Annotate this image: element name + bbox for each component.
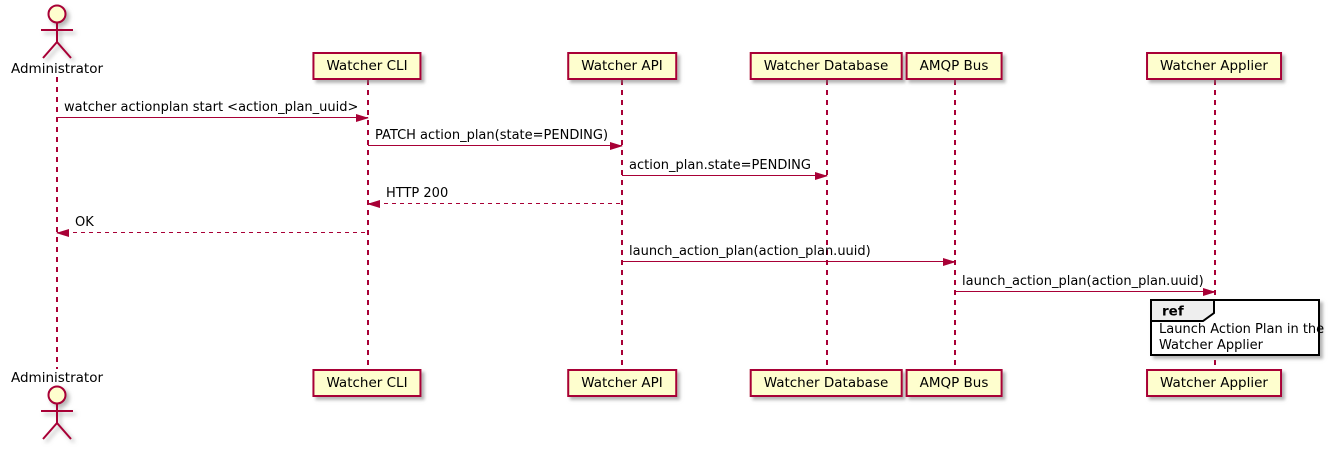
message-label: action_plan.state=PENDING (629, 158, 811, 173)
lifeline-amqp-bus (954, 80, 956, 369)
actor-label-bottom: Administrator (10, 370, 104, 386)
message-label: HTTP 200 (386, 186, 449, 201)
ref-body-line: Launch Action Plan in the (1159, 322, 1325, 337)
message-line (368, 144, 622, 146)
arrowhead-left-icon (56, 229, 69, 237)
message-label: launch_action_plan(action_plan.uuid) (962, 274, 1204, 289)
message-start-actionplan: watcher actionplan start <action_plan_uu… (57, 98, 369, 122)
participant-watcher-applier-top: Watcher Applier (1146, 52, 1282, 80)
message-line (622, 174, 827, 176)
message-launch-action-plan-applier: launch_action_plan(action_plan.uuid) (955, 272, 1216, 296)
lifeline-watcher-applier (1214, 80, 1216, 369)
ref-body-text: Launch Action Plan in the Watcher Applie… (1159, 322, 1324, 354)
message-line (622, 260, 955, 262)
arrowhead-right-icon (610, 142, 623, 150)
message-line (57, 116, 368, 118)
lifeline-administrator (56, 77, 58, 369)
participant-watcher-database-bottom: Watcher Database (749, 369, 903, 397)
ref-tag-pentagon: ref (1150, 299, 1215, 322)
lifeline-watcher-api (621, 80, 623, 369)
participant-watcher-applier-bottom: Watcher Applier (1146, 369, 1282, 397)
message-line (57, 231, 368, 233)
ref-fragment: ref Launch Action Plan in the Watcher Ap… (1150, 299, 1324, 356)
message-line (955, 290, 1215, 292)
arrowhead-right-icon (943, 258, 956, 266)
message-line (368, 202, 622, 204)
message-launch-action-plan-amqp: launch_action_plan(action_plan.uuid) (622, 242, 956, 266)
participant-watcher-cli-bottom: Watcher CLI (312, 369, 422, 397)
arrowhead-right-icon (815, 172, 828, 180)
message-http-200: HTTP 200 (367, 184, 622, 208)
message-ok: OK (56, 213, 368, 237)
participant-watcher-api-bottom: Watcher API (567, 369, 677, 397)
lifeline-watcher-cli (367, 80, 369, 369)
actor-label-top: Administrator (10, 61, 104, 77)
arrowhead-right-icon (356, 114, 369, 122)
participant-amqp-bus-top: AMQP Bus (905, 52, 1003, 80)
participant-watcher-database-top: Watcher Database (749, 52, 903, 80)
actor-icon (41, 385, 73, 440)
lifeline-watcher-database (826, 80, 828, 369)
message-label: watcher actionplan start <action_plan_uu… (64, 100, 359, 115)
arrowhead-left-icon (367, 200, 380, 208)
arrowhead-right-icon (1203, 288, 1216, 296)
ref-keyword-label: ref (1162, 304, 1184, 320)
message-label: PATCH action_plan(state=PENDING) (375, 128, 609, 143)
actor-icon (41, 4, 73, 59)
ref-body-line: Watcher Applier (1159, 338, 1263, 353)
message-patch-action-plan: PATCH action_plan(state=PENDING) (368, 126, 623, 150)
message-action-plan-state: action_plan.state=PENDING (622, 156, 828, 180)
participant-watcher-cli-top: Watcher CLI (312, 52, 422, 80)
participant-amqp-bus-bottom: AMQP Bus (905, 369, 1003, 397)
message-label: launch_action_plan(action_plan.uuid) (629, 244, 871, 259)
message-label: OK (75, 215, 94, 230)
participant-watcher-api-top: Watcher API (567, 52, 677, 80)
